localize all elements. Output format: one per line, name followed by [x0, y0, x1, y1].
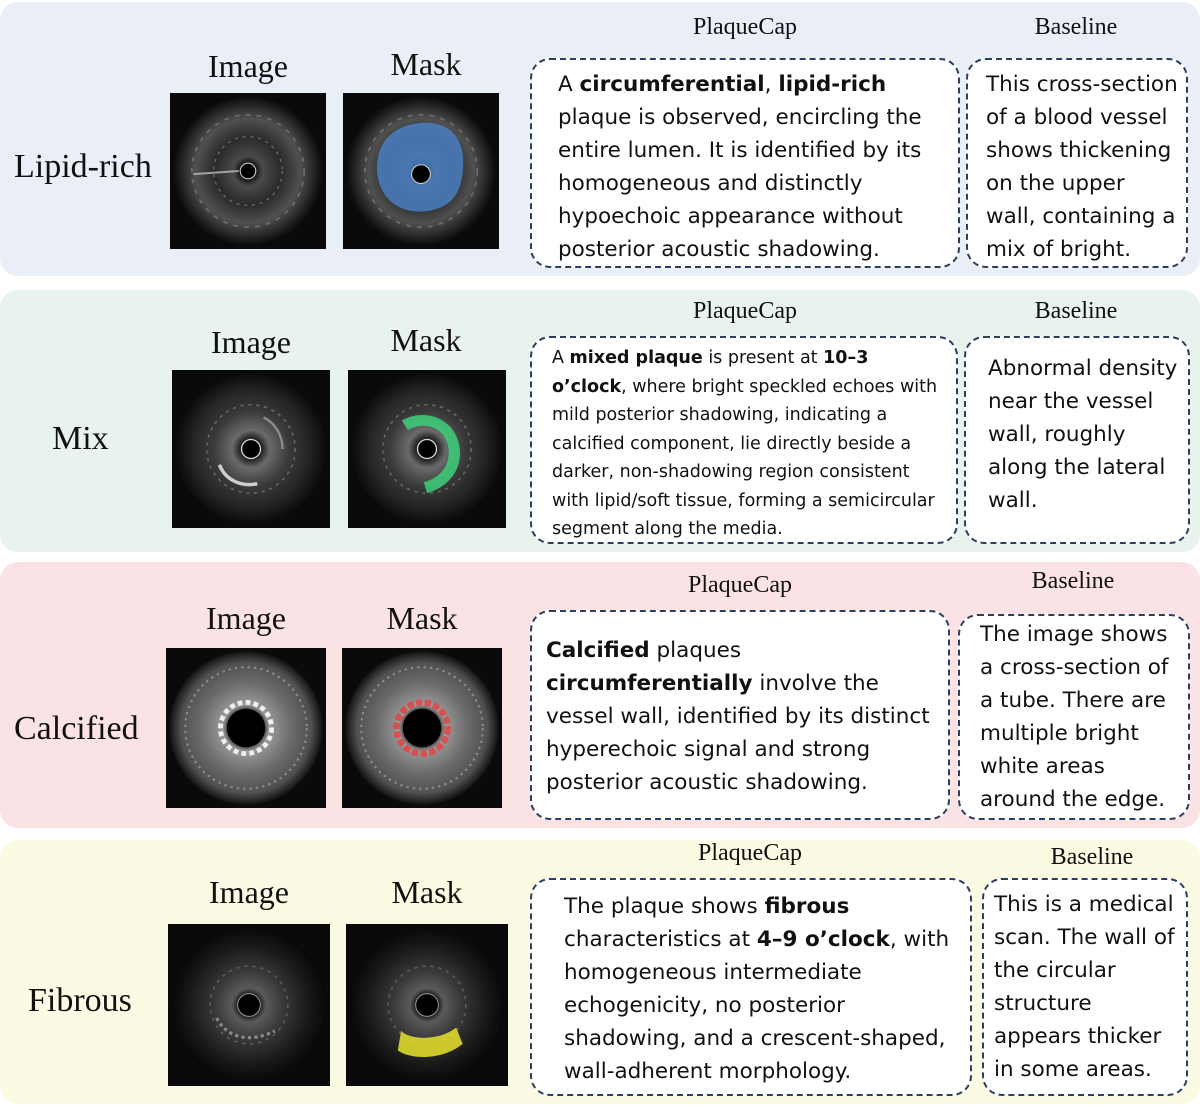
ivus-mask-icon	[343, 93, 499, 249]
caption-bold-run: lipid-rich	[778, 72, 887, 97]
caption-text-run: plaques	[649, 638, 742, 663]
ivus-scan-icon	[166, 648, 326, 808]
caption-bold-run: circumferential	[579, 72, 765, 97]
caption-text-run: , where bright speckled echoes with mild…	[552, 376, 938, 540]
mask-image	[348, 370, 506, 528]
ivus-image	[168, 924, 330, 1086]
caption-text-run: is present at	[702, 348, 824, 368]
baseline-caption: This is a medical scan. The wall of the …	[982, 878, 1188, 1096]
caption-bold-run: 4–9 o’clock	[756, 927, 890, 952]
panel-calcified: Calcified Image Mask Plaque	[0, 562, 1200, 828]
plaquecap-caption: A circumferential, lipid-rich plaque is …	[530, 58, 960, 268]
ivus-mask-icon	[348, 370, 506, 528]
ivus-mask-icon	[342, 648, 502, 808]
category-label: Calcified	[14, 710, 139, 747]
category-label: Mix	[52, 420, 109, 457]
mask-label: Mask	[390, 322, 462, 358]
plaquecap-caption: Calcified plaques circumferentially invo…	[530, 610, 950, 820]
panel-mix: Mix Image Mask Plaqu	[0, 290, 1200, 552]
ivus-image	[166, 648, 326, 808]
plaquecap-caption: A mixed plaque is present at 10–3 o’cloc…	[530, 336, 958, 544]
plaquecap-label: PlaqueCap	[688, 572, 792, 598]
panel-fibrous: Fibrous Image Mask PlaqueCa	[0, 840, 1200, 1104]
caption-text-run: involve the vessel wall, identified by i…	[546, 671, 930, 795]
plaquecap-label: PlaqueCap	[693, 298, 797, 324]
ivus-scan-icon	[168, 924, 330, 1086]
caption-bold-run: Calcified	[546, 638, 650, 663]
caption-text-run: plaque is observed, encircling the entir…	[558, 105, 922, 262]
mask-label: Mask	[391, 874, 463, 910]
ivus-scan-icon	[172, 370, 330, 528]
baseline-caption-text: The image shows a cross-section of a tub…	[980, 622, 1169, 812]
plaquecap-label: PlaqueCap	[693, 14, 797, 40]
caption-text-run: A	[552, 348, 570, 368]
baseline-label: Baseline	[1034, 298, 1118, 324]
caption-text-run: , with homogeneous intermediate echogeni…	[564, 927, 950, 1084]
mask-label: Mask	[390, 46, 462, 82]
category-label: Lipid-rich	[14, 148, 152, 185]
caption-text-run: A	[558, 72, 580, 97]
mask-image	[346, 924, 508, 1086]
category-label: Fibrous	[28, 982, 132, 1019]
plaquecap-caption-text: The plaque shows fibrous characteristics…	[564, 890, 960, 1088]
caption-bold-run: 10–3 o’clock	[552, 348, 869, 397]
ivus-image	[170, 93, 326, 249]
baseline-label: Baseline	[1031, 568, 1115, 594]
ivus-scan-icon	[170, 93, 326, 249]
caption-bold-run: mixed plaque	[569, 348, 703, 368]
mask-image	[342, 648, 502, 808]
baseline-caption: The image shows a cross-section of a tub…	[958, 614, 1190, 820]
ivus-image	[172, 370, 330, 528]
baseline-label: Baseline	[1050, 844, 1134, 870]
caption-text-run: characteristics at	[564, 927, 757, 952]
baseline-caption-text: This is a medical scan. The wall of the …	[994, 892, 1175, 1082]
baseline-caption: This cross-section of a blood vessel sho…	[966, 58, 1188, 268]
baseline-caption: Abnormal density near the vessel wall, r…	[964, 336, 1190, 544]
plaquecap-caption: The plaque shows fibrous characteristics…	[530, 878, 972, 1096]
image-label: Image	[211, 324, 291, 360]
plaquecap-caption-text: Calcified plaques circumferentially invo…	[546, 634, 944, 799]
plaquecap-label: PlaqueCap	[698, 840, 802, 866]
image-label: Image	[209, 874, 289, 910]
caption-text-run: The plaque shows	[564, 894, 765, 919]
ivus-mask-icon	[346, 924, 508, 1086]
baseline-caption-text: This cross-section of a blood vessel sho…	[986, 72, 1178, 262]
mask-label: Mask	[386, 600, 458, 636]
mask-image	[343, 93, 499, 249]
baseline-label: Baseline	[1034, 14, 1118, 40]
caption-bold-run: circumferentially	[546, 671, 753, 696]
plaquecap-caption-text: A mixed plaque is present at 10–3 o’cloc…	[552, 344, 948, 544]
image-label: Image	[208, 48, 288, 84]
caption-text-run: ,	[764, 72, 779, 97]
panel-lipid-rich: Lipid-rich Image Mask	[0, 2, 1200, 276]
baseline-caption-text: Abnormal density near the vessel wall, r…	[988, 356, 1178, 513]
caption-bold-run: fibrous	[764, 894, 850, 919]
plaquecap-caption-text: A circumferential, lipid-rich plaque is …	[558, 68, 944, 266]
image-label: Image	[206, 600, 286, 636]
